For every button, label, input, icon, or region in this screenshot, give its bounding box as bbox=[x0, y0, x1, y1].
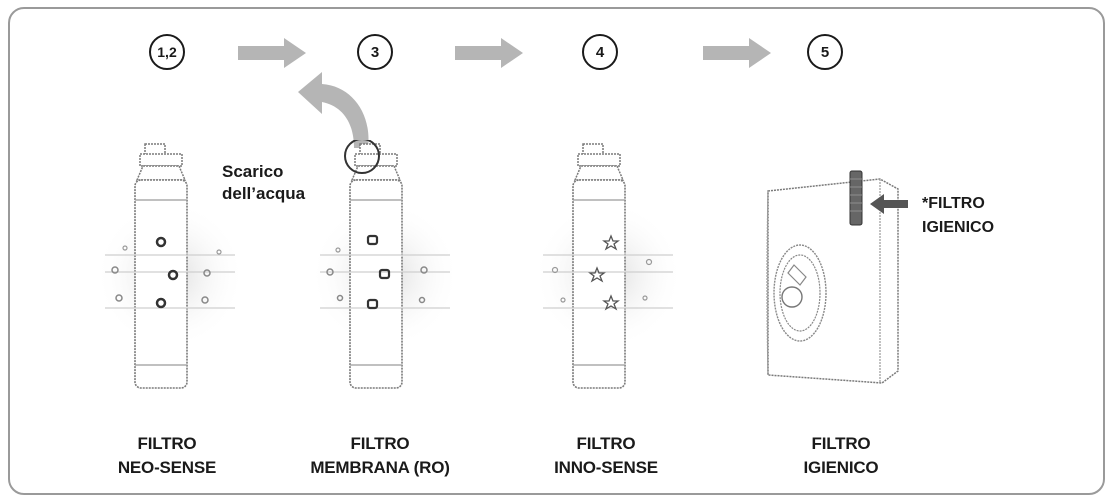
caption-line2: NEO-SENSE bbox=[117, 458, 217, 477]
caption-line1: FILTRO bbox=[137, 434, 197, 453]
step-number-3: 3 bbox=[357, 34, 393, 70]
caption-line1: FILTRO bbox=[576, 434, 636, 453]
caption-neo-sense: FILTRO NEO-SENSE bbox=[67, 432, 267, 480]
step-number-4: 4 bbox=[582, 34, 618, 70]
filter-inno-sense-illustration bbox=[533, 143, 683, 389]
step-number-text: 1,2 bbox=[157, 44, 177, 60]
caption-line1: FILTRO bbox=[811, 434, 871, 453]
drain-curved-arrow-icon bbox=[298, 72, 369, 148]
filter-neo-sense-illustration bbox=[95, 143, 245, 389]
drain-label-line1: Scarico bbox=[222, 162, 284, 181]
step-number-text: 4 bbox=[595, 43, 605, 61]
filter-membrana-ro-illustration bbox=[310, 140, 460, 389]
step-number-text: 5 bbox=[820, 43, 830, 61]
caption-line2: MEMBRANA (RO) bbox=[310, 458, 450, 477]
drain-label: Scarico dell’acqua bbox=[222, 161, 305, 205]
caption-membrana-ro: FILTRO MEMBRANA (RO) bbox=[280, 432, 480, 480]
callout-arrow-icon bbox=[870, 194, 908, 214]
caption-inno-sense: FILTRO INNO-SENSE bbox=[506, 432, 706, 480]
flow-arrow-icon bbox=[703, 38, 771, 68]
hygienic-callout-label: *FILTRO IGIENICO bbox=[922, 192, 994, 240]
flow-arrow-icon bbox=[455, 38, 523, 68]
step-number-5: 5 bbox=[807, 34, 843, 70]
hygienic-callout-line2: IGIENICO bbox=[922, 219, 995, 236]
caption-line1: FILTRO bbox=[350, 434, 410, 453]
flow-arrow-icon bbox=[238, 38, 306, 68]
step-number-1-2: 1,2 bbox=[149, 34, 185, 70]
filter-igienico-illustration bbox=[766, 170, 899, 384]
step-number-text: 3 bbox=[370, 43, 380, 61]
caption-igienico: FILTRO IGIENICO bbox=[741, 432, 941, 480]
caption-line2: IGIENICO bbox=[803, 458, 879, 477]
drain-label-line2: dell’acqua bbox=[222, 184, 306, 203]
hygienic-callout-line1: *FILTRO bbox=[922, 195, 985, 212]
caption-line2: INNO-SENSE bbox=[554, 458, 658, 477]
